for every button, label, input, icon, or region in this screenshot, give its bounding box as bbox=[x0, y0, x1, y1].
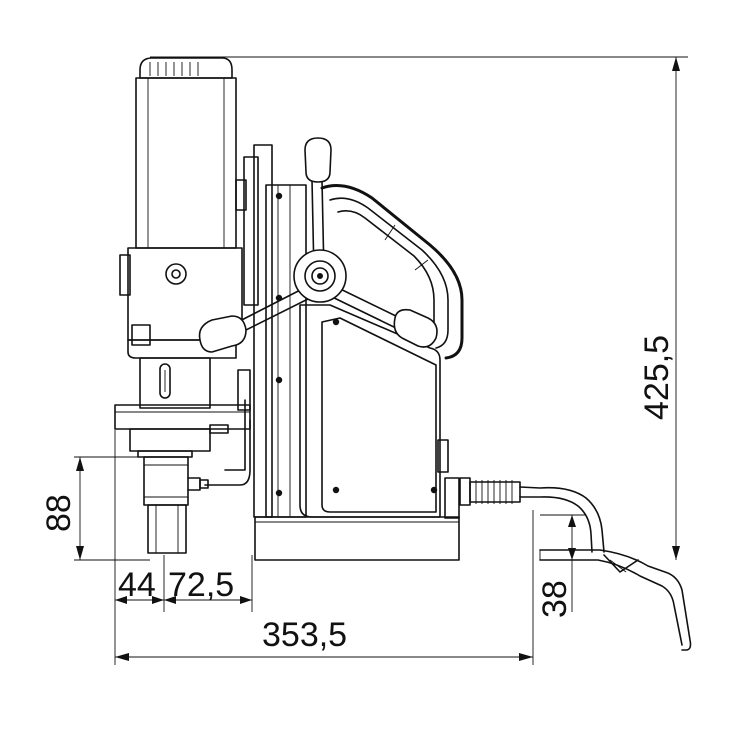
carriage-housing bbox=[299, 304, 460, 519]
drill-motor bbox=[119, 57, 247, 359]
spindle-bracket bbox=[114, 399, 251, 486]
feed-handle-knob-left bbox=[198, 315, 247, 353]
drill-column bbox=[243, 144, 307, 518]
column-bolt bbox=[275, 192, 283, 200]
dim-label-spindle-offset-right: 72,5 bbox=[168, 566, 234, 604]
cable-strain-relief bbox=[475, 480, 513, 504]
gearbox bbox=[139, 357, 251, 411]
spindle bbox=[137, 450, 209, 554]
housing-bolt bbox=[430, 486, 438, 494]
feed-handles bbox=[198, 137, 438, 353]
power-cable bbox=[459, 477, 605, 553]
dimension-handle-height: 38 bbox=[536, 515, 576, 618]
carry-handle bbox=[320, 184, 464, 360]
motor-screw-icon bbox=[165, 263, 187, 285]
power-plug bbox=[539, 549, 692, 651]
feed-handle-knob-right bbox=[393, 308, 438, 348]
dimension-overall-height: 425,5 bbox=[638, 57, 680, 560]
dim-label-overall-length: 353,5 bbox=[262, 616, 347, 654]
dim-label-spindle-offset-left: 44 bbox=[118, 566, 156, 604]
dimension-spindle-height: 88 bbox=[40, 457, 84, 560]
extension-lines bbox=[74, 56, 688, 665]
housing-bolt bbox=[332, 486, 340, 494]
dim-label-handle-height: 38 bbox=[536, 580, 574, 618]
feed-handle-knob-top bbox=[304, 137, 332, 183]
column-bolt bbox=[275, 376, 283, 384]
dim-label-spindle-height: 88 bbox=[40, 494, 78, 532]
dim-label-overall-height: 425,5 bbox=[638, 335, 676, 420]
magnet-base bbox=[254, 516, 460, 561]
dimension-overall-length: 353,5 bbox=[115, 616, 533, 661]
dimension-spindle-offsets: 44 72,5 bbox=[115, 566, 252, 604]
housing-bolt bbox=[332, 318, 340, 326]
column-bolt bbox=[275, 489, 283, 497]
motor-vent-slots bbox=[149, 62, 199, 76]
